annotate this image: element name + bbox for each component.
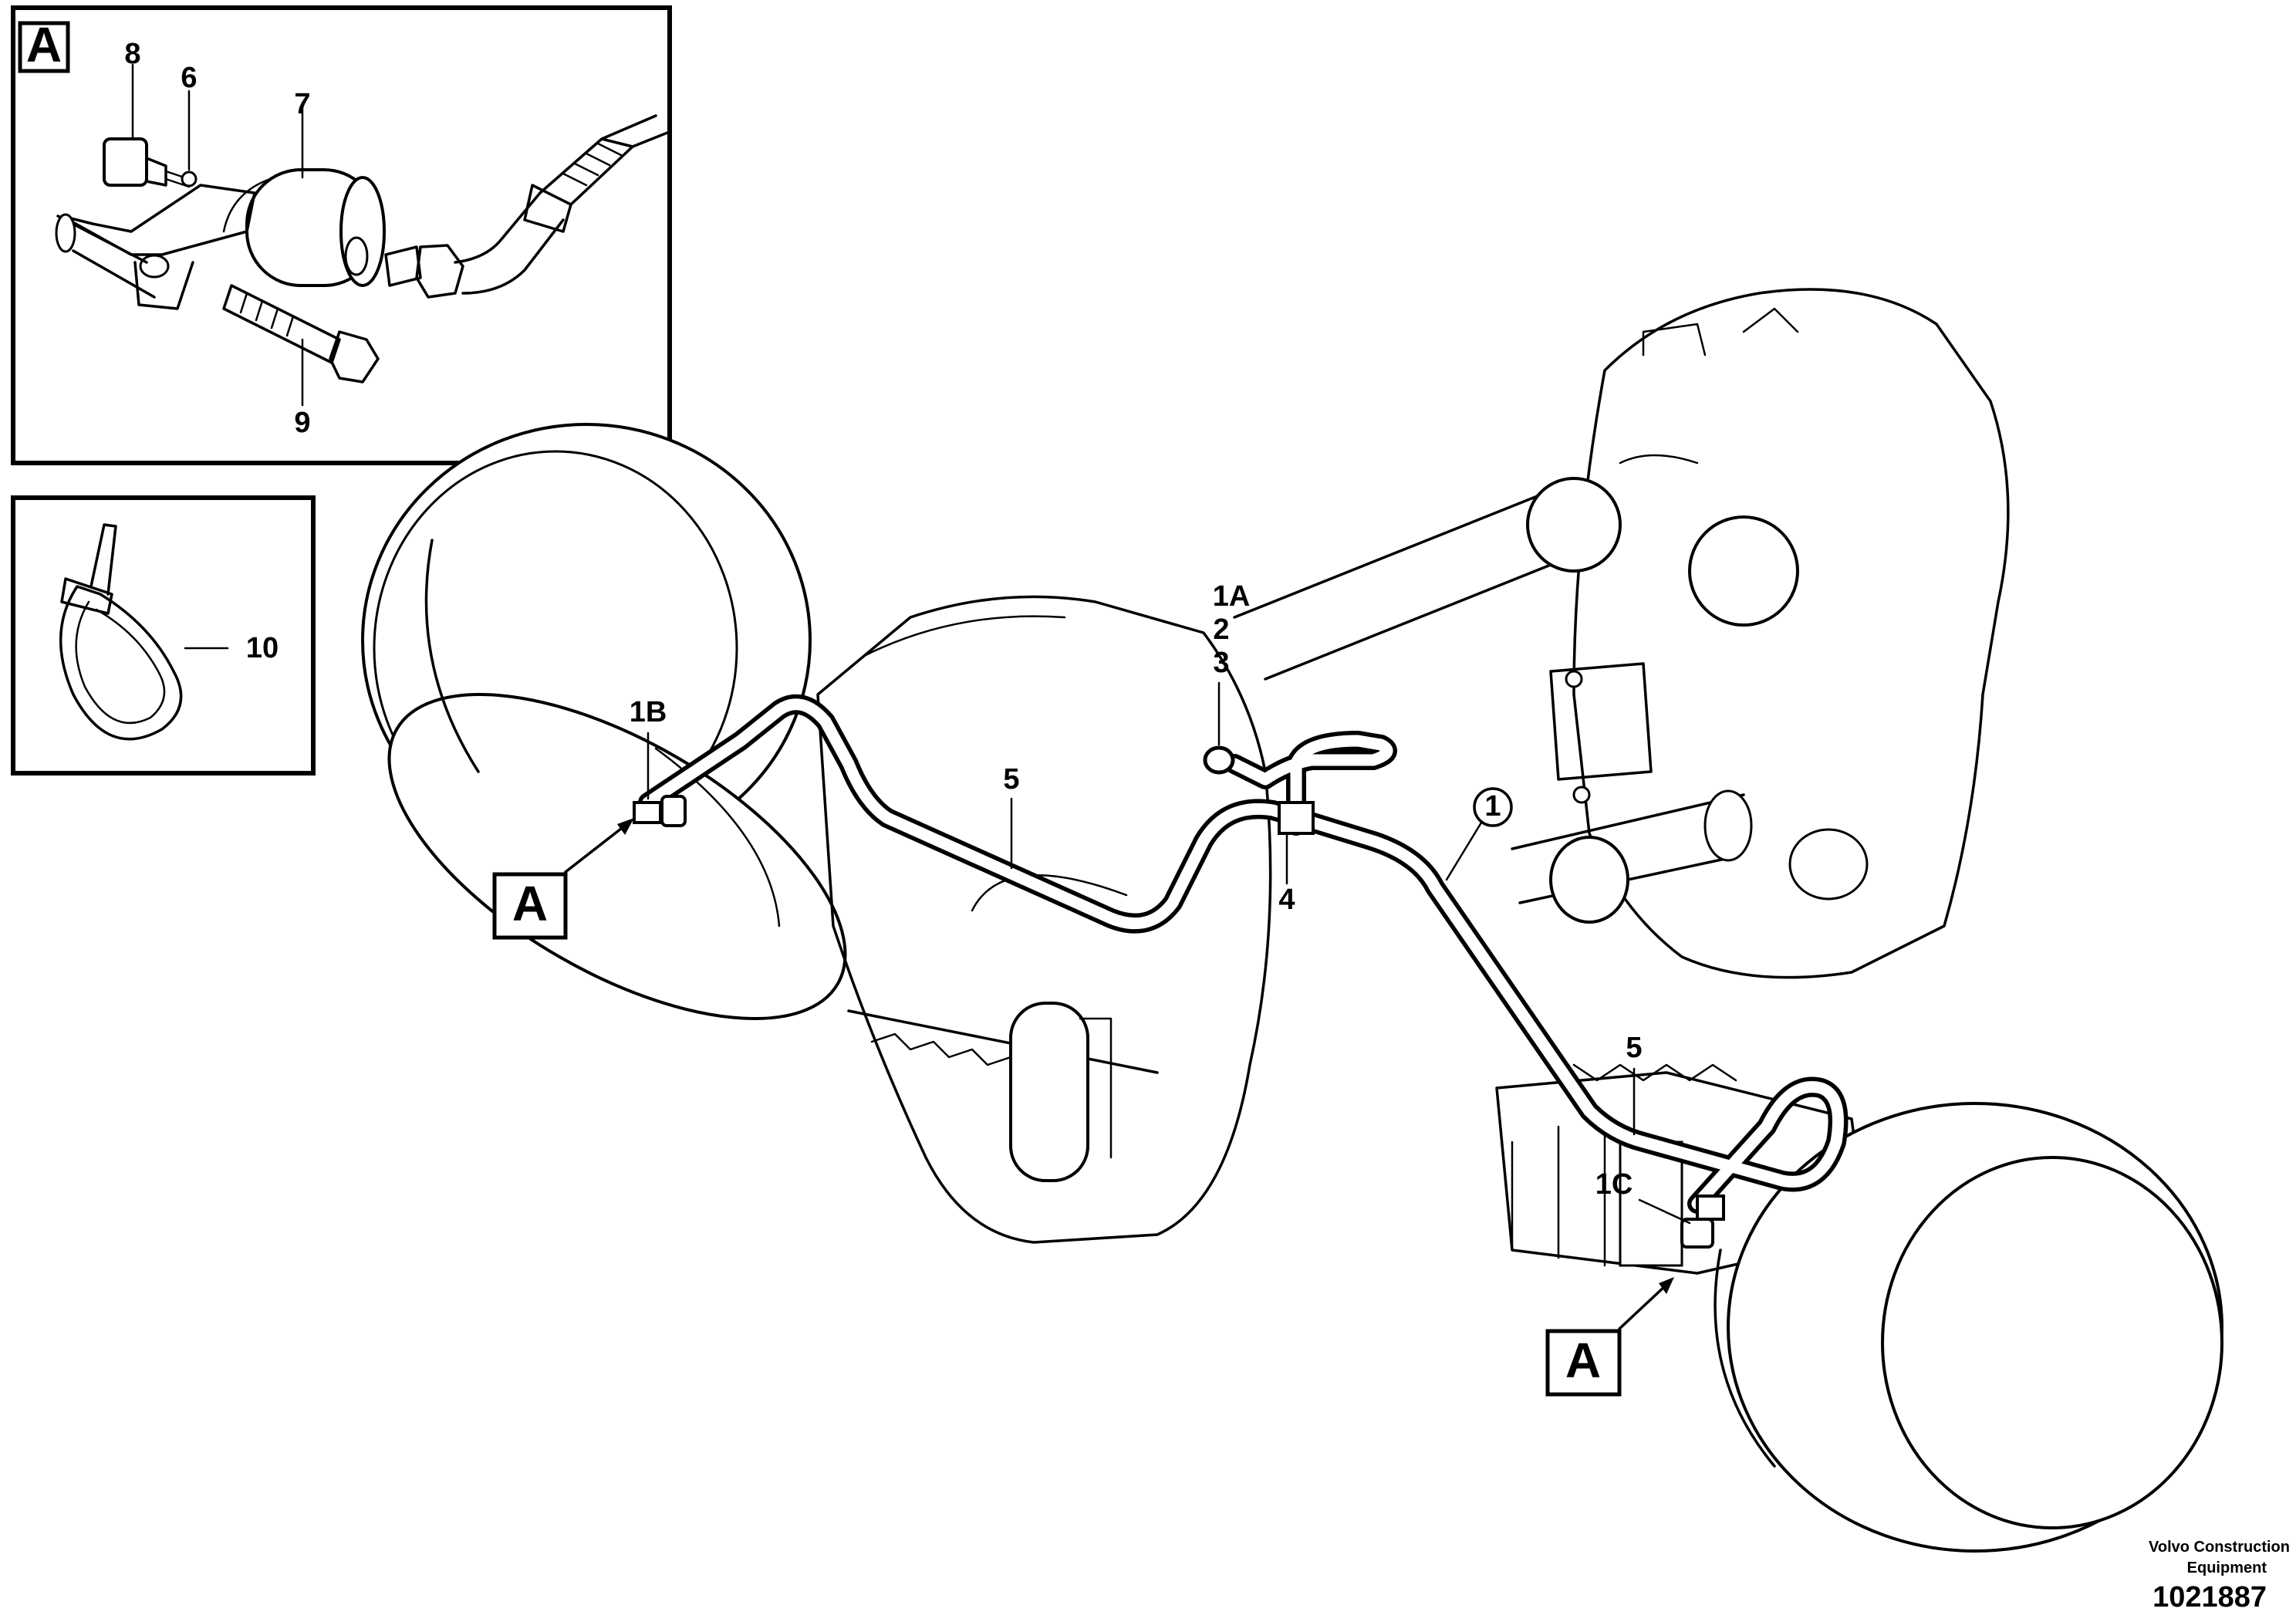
callout-6: 6 — [181, 62, 197, 94]
callout-1a: 1A — [1213, 580, 1251, 613]
fitting-1a — [1203, 745, 1235, 775]
svg-text:A: A — [512, 876, 548, 931]
callout-5-right: 5 — [1626, 1032, 1642, 1064]
callout-7: 7 — [294, 88, 310, 120]
gearbox — [1233, 288, 2010, 979]
view-marker-right: A — [1545, 1277, 1674, 1397]
svg-text:A: A — [1565, 1333, 1601, 1388]
brake-pipe — [638, 694, 1849, 1214]
left-wheel-hub — [361, 423, 847, 1020]
callout-9: 9 — [294, 407, 310, 439]
callout-4: 4 — [1278, 884, 1295, 916]
callout-1: 1 — [1484, 790, 1501, 823]
brand-line-2: Equipment — [2187, 1559, 2267, 1576]
right-wheel-hub — [1714, 1102, 2223, 1553]
fitting-1b — [633, 795, 687, 827]
axle-assembly — [361, 288, 2223, 1553]
document-number: 1021887 — [2152, 1581, 2267, 1614]
callout-1c: 1C — [1595, 1168, 1633, 1201]
sensor-body — [222, 168, 386, 287]
brand-line-1: Volvo Construction — [2149, 1539, 2290, 1556]
fitting-1c — [1680, 1195, 1725, 1249]
view-marker-left: A — [492, 818, 634, 940]
bolt — [222, 284, 380, 384]
callout-1-circle — [1473, 787, 1513, 827]
connector-plug — [103, 137, 198, 188]
differential-housing — [816, 595, 1272, 1244]
callout-2: 2 — [1213, 613, 1229, 646]
hose-fitting — [384, 114, 669, 299]
cable-tie-detail: 10 — [11, 495, 316, 776]
mounting-flange — [55, 184, 256, 310]
callout-1b: 1B — [630, 696, 667, 728]
right-axle-housing — [1495, 1063, 1869, 1275]
tee-fitting-4 — [1278, 801, 1315, 835]
callout-5-left: 5 — [1003, 763, 1019, 796]
callout-8: 8 — [124, 38, 140, 70]
main-callouts: 1A 2 3 1B 5 4 1 5 1C — [630, 580, 1691, 1225]
callout-3: 3 — [1213, 647, 1229, 679]
detail-view-letter: A — [26, 17, 62, 73]
footer: Volvo Construction Equipment 1021887 — [2149, 1539, 2290, 1614]
detail-view-a: A — [11, 5, 672, 465]
callout-10: 10 — [246, 632, 279, 664]
